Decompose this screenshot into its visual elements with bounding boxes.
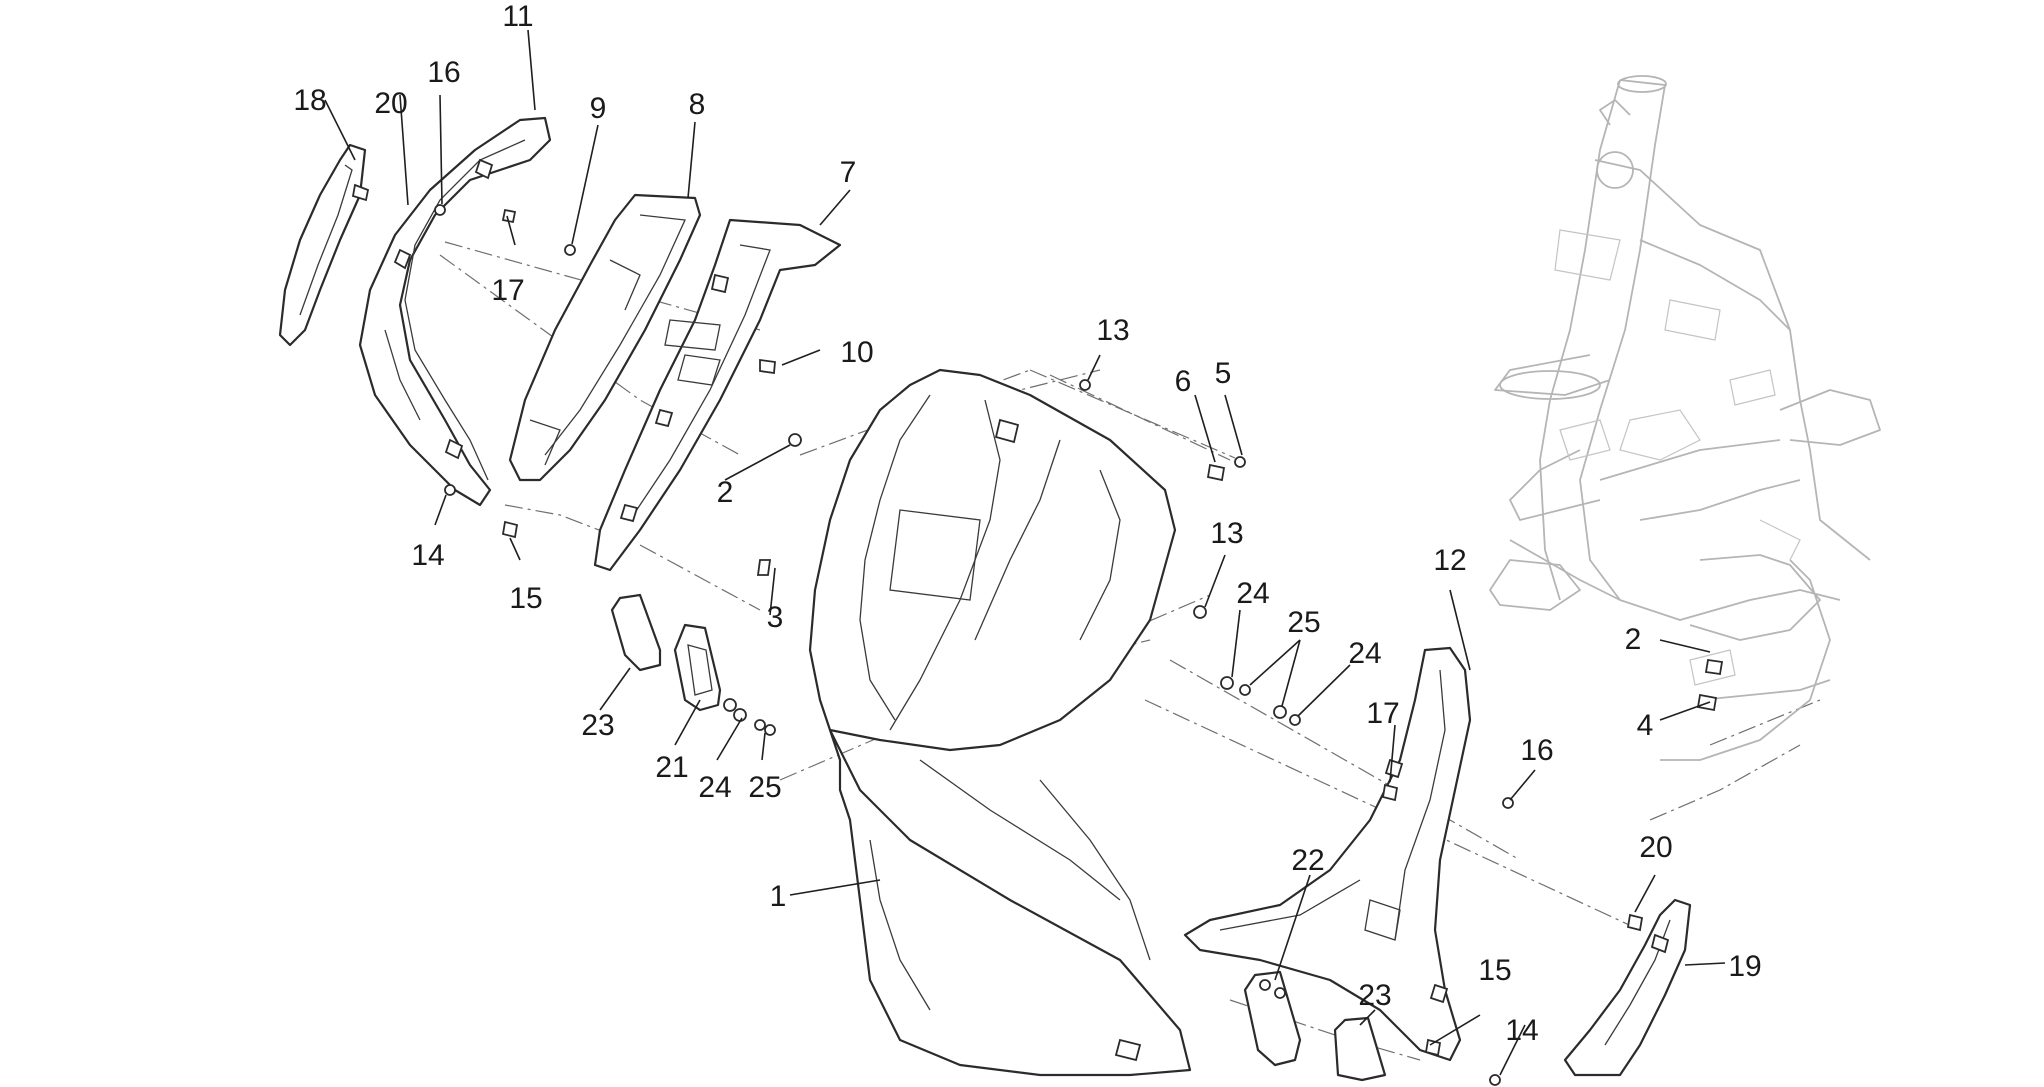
callout-14-right: 14 — [1505, 1014, 1538, 1047]
callout-8: 8 — [689, 88, 706, 121]
callout-23-left: 23 — [581, 709, 614, 742]
callout-2-shield: 2 — [717, 476, 734, 509]
part-22-bottom-cap — [1243, 970, 1302, 1067]
callout-18: 18 — [293, 84, 326, 117]
callout-3: 3 — [767, 601, 784, 634]
callout-1: 1 — [770, 880, 787, 913]
callout-16-right: 16 — [1520, 734, 1553, 767]
callout-20-right: 20 — [1639, 831, 1672, 864]
callout-25-mid: 25 — [1287, 606, 1320, 639]
callout-15-left: 15 — [509, 582, 542, 615]
callout-7: 7 — [840, 156, 857, 189]
callout-5: 5 — [1215, 357, 1232, 390]
callout-13-top: 13 — [1096, 314, 1129, 347]
callout-2-frame: 2 — [1625, 623, 1642, 656]
hardware — [434, 204, 1724, 1086]
callout-numbers: 1 2 2 3 4 5 6 7 8 9 10 11 12 13 13 14 14… — [293, 0, 1761, 1047]
callout-17-right: 17 — [1366, 697, 1399, 730]
callout-6: 6 — [1175, 365, 1192, 398]
part-7-shield-panel — [593, 218, 842, 572]
callout-20-left: 20 — [374, 87, 407, 120]
part-19-right-trim — [1563, 898, 1692, 1077]
part-11-left-frame — [358, 116, 552, 507]
steering-frame — [1489, 75, 1881, 761]
callout-24-mid: 24 — [1236, 577, 1269, 610]
part-18-left-trim — [278, 143, 370, 347]
callout-4: 4 — [1637, 709, 1654, 742]
callout-13-mid: 13 — [1210, 517, 1243, 550]
callout-15-right: 15 — [1478, 954, 1511, 987]
callout-10: 10 — [840, 336, 873, 369]
callout-16-left: 16 — [427, 56, 460, 89]
callout-24-left: 24 — [698, 771, 731, 804]
callout-24-right: 24 — [1348, 637, 1381, 670]
callout-23-bottom: 23 — [1358, 979, 1391, 1012]
callout-19: 19 — [1728, 950, 1761, 983]
callout-14-left: 14 — [411, 539, 444, 572]
leader-lines — [324, 29, 1726, 1076]
callout-12: 12 — [1433, 544, 1466, 577]
callout-21: 21 — [655, 751, 688, 784]
callout-22: 22 — [1291, 844, 1324, 877]
part-23-left-cap — [610, 593, 662, 672]
callout-25-left: 25 — [748, 771, 781, 804]
part-23-bottom-cap — [1333, 1016, 1387, 1082]
part-1-front-shield — [808, 368, 1192, 1077]
part-12-right-frame — [1183, 646, 1472, 1062]
callout-9: 9 — [590, 92, 607, 125]
part-8-inner-panel — [508, 193, 702, 482]
part-21-clip-cover — [673, 623, 722, 712]
callout-17-left: 17 — [491, 274, 524, 307]
callout-11: 11 — [502, 0, 533, 33]
